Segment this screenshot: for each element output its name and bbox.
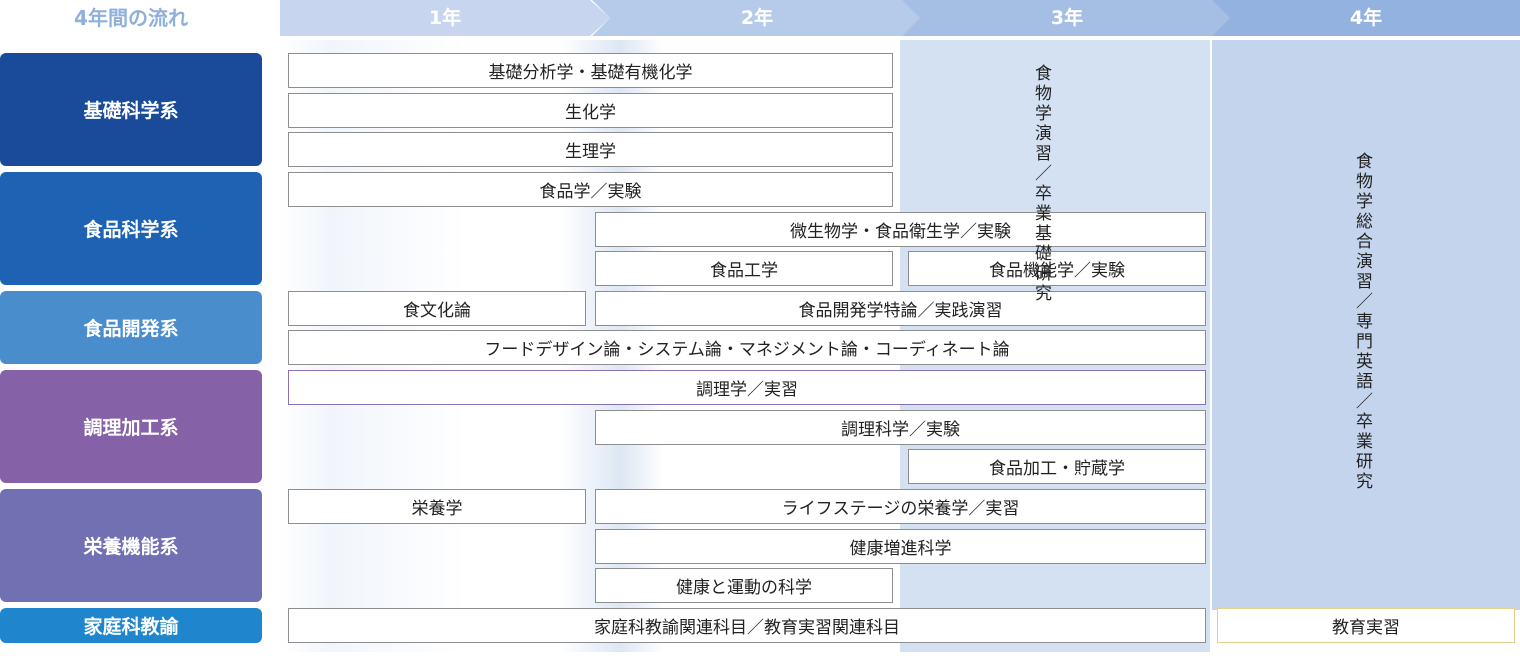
year3-seminar-line1: 食物学演習／ bbox=[1031, 64, 1051, 184]
course-food-science-lab: 食品学／実験 bbox=[288, 172, 893, 207]
course-teacher-related: 家庭科教諭関連科目／教育実習関連科目 bbox=[288, 608, 1206, 643]
flow-title: 4年間の流れ bbox=[74, 6, 188, 30]
year-4-header: 4年 bbox=[1212, 0, 1520, 36]
course-cooking-science: 調理科学／実験 bbox=[595, 410, 1206, 445]
year4-background bbox=[1212, 40, 1520, 610]
course-health-exercise: 健康と運動の科学 bbox=[595, 568, 893, 603]
year3-seminar-line2: 卒業基礎研究 bbox=[1031, 184, 1051, 304]
course-food-culture: 食文化論 bbox=[288, 291, 586, 326]
course-microbiology: 微生物学・食品衛生学／実験 bbox=[595, 212, 1206, 247]
year3-seminar-text: 食物学演習／卒業基礎研究 bbox=[1026, 64, 1056, 304]
category-food-science: 食品科学系 bbox=[0, 172, 262, 285]
course-physiology: 生理学 bbox=[288, 132, 893, 167]
category-cooking-processing: 調理加工系 bbox=[0, 370, 262, 483]
course-teaching-practice: 教育実習 bbox=[1217, 608, 1515, 643]
course-food-function: 食品機能学／実験 bbox=[908, 251, 1206, 286]
course-cookery: 調理学／実習 bbox=[288, 370, 1206, 405]
category-home-economics-teacher: 家庭科教諭 bbox=[0, 608, 262, 643]
course-food-processing: 食品加工・貯蔵学 bbox=[908, 449, 1206, 484]
course-basic-analysis: 基礎分析学・基礎有機化学 bbox=[288, 53, 893, 88]
year-2-header: 2年 bbox=[592, 0, 922, 36]
category-basic-science: 基礎科学系 bbox=[0, 53, 262, 166]
course-nutrition: 栄養学 bbox=[288, 489, 586, 524]
category-nutrition-function: 栄養機能系 bbox=[0, 489, 262, 602]
category-food-development: 食品開発系 bbox=[0, 291, 262, 364]
year-3-header: 3年 bbox=[902, 0, 1232, 36]
year4-seminar-text: 食物学総合演習／専門英語／卒業研究 bbox=[1352, 152, 1372, 492]
course-biochemistry: 生化学 bbox=[288, 93, 893, 128]
course-food-development: 食品開発学特論／実践演習 bbox=[595, 291, 1206, 326]
course-health-promotion: 健康増進科学 bbox=[595, 529, 1206, 564]
course-lifestage-nutrition: ライフステージの栄養学／実習 bbox=[595, 489, 1206, 524]
course-food-engineering: 食品工学 bbox=[595, 251, 893, 286]
year-1-header: 1年 bbox=[280, 0, 610, 36]
course-food-design: フードデザイン論・システム論・マネジメント論・コーディネート論 bbox=[288, 330, 1206, 365]
